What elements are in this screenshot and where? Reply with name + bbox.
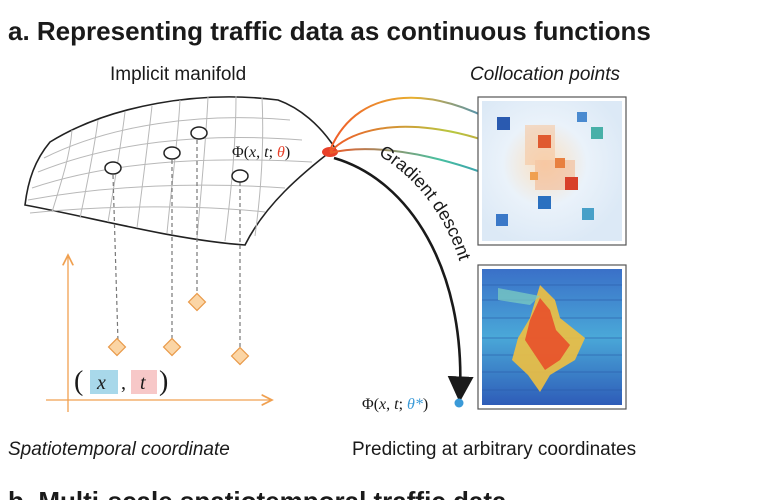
phi-theta-star-label: Φ(x, t; θ*) — [362, 396, 428, 413]
manifold-sample-points — [104, 126, 249, 183]
implicit-manifold-label: Implicit manifold — [110, 64, 246, 85]
x-box — [90, 370, 118, 394]
theta-star-point — [454, 398, 464, 408]
svg-text:x: x — [96, 372, 106, 394]
prediction-heatmap — [477, 264, 627, 410]
spatiotemporal-coordinate-label: Spatiotemporal coordinate — [8, 439, 230, 460]
svg-text:,: , — [121, 372, 126, 394]
phi-theta-label: Φ(x, t; θ) — [232, 144, 290, 161]
gradient-descent-arrow — [333, 156, 474, 403]
manifold-surface — [24, 95, 337, 246]
next-section-title: b. Multi-scale spatiotemporal traffic da… — [8, 486, 507, 500]
svg-text:): ) — [159, 366, 168, 397]
gradient-descent-label: Gradient descent — [376, 141, 475, 262]
projection-lines — [112, 140, 241, 352]
coordinate-tuple: ( x , t ) — [74, 366, 168, 397]
svg-text:t: t — [140, 372, 146, 394]
collocation-points-label: Collocation points — [470, 64, 620, 85]
predicting-label: Predicting at arbitrary coordinates — [352, 439, 636, 460]
t-box — [131, 370, 157, 394]
collocation-heatmap — [477, 96, 627, 246]
coordinate-axes — [46, 255, 272, 412]
coordinate-points — [107, 292, 250, 366]
svg-text:(: ( — [74, 366, 83, 397]
section-title: a. Representing traffic data as continuo… — [8, 16, 651, 46]
